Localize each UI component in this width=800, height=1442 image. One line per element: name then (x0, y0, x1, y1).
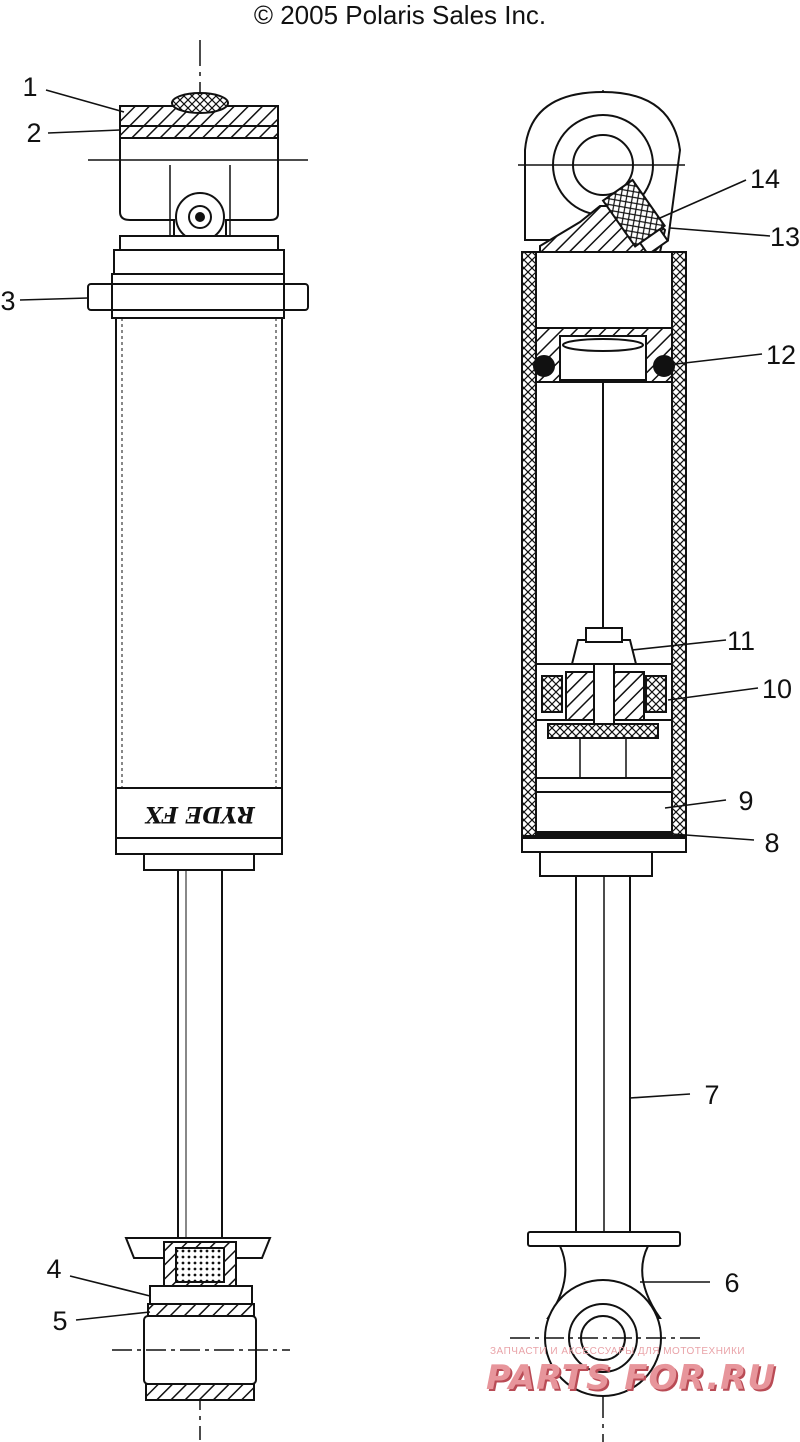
lower-bushing (145, 1383, 255, 1401)
main-body-tube (115, 317, 283, 789)
callout-3: 3 (0, 286, 15, 316)
callout-12: 12 (766, 340, 796, 370)
copyright-notice: © 2005 Polaris Sales Inc. (253, 0, 547, 30)
callout-4: 4 (46, 1254, 61, 1284)
lower-collar (527, 1231, 681, 1247)
washer-part-5 (147, 1303, 255, 1317)
callout-5: 5 (52, 1306, 67, 1336)
seal-head-part-9 (535, 791, 673, 833)
callout-6: 6 (724, 1268, 739, 1298)
left-shaft (177, 869, 223, 1239)
leader-lines (19, 89, 771, 1321)
callout-14: 14 (750, 164, 780, 194)
callout-13: 13 (770, 222, 800, 252)
ryde-fx-logo: RYDE FX (144, 801, 255, 827)
callout-8: 8 (764, 828, 779, 858)
schrader-valve-part-13-14 (601, 178, 670, 256)
left-shock-exterior (87, 40, 309, 1440)
right-shock-section (510, 90, 700, 1442)
callout-9: 9 (738, 786, 753, 816)
watermark-tagline: ЗАПЧАСТИ И АКСЕССУАРЫ ДЛЯ МОТОТЕХНИКИ (490, 1346, 746, 1357)
washer-part-2 (119, 125, 279, 139)
watermark-logo: PARTS FOR.RU (486, 1358, 776, 1398)
callout-11: 11 (727, 626, 755, 656)
body-collar (119, 235, 279, 251)
piston-nut-part-11 (570, 639, 638, 665)
callout-1: 1 (22, 72, 37, 102)
top-knob (171, 92, 229, 114)
seal-head-upper (535, 777, 673, 793)
callout-2: 2 (26, 118, 41, 148)
o-ring-left (533, 355, 555, 377)
logo-band (115, 787, 283, 839)
callout-10: 10 (762, 674, 792, 704)
callout-7: 7 (704, 1080, 719, 1110)
shaft-part-7 (575, 875, 631, 1233)
o-ring-right (653, 355, 675, 377)
